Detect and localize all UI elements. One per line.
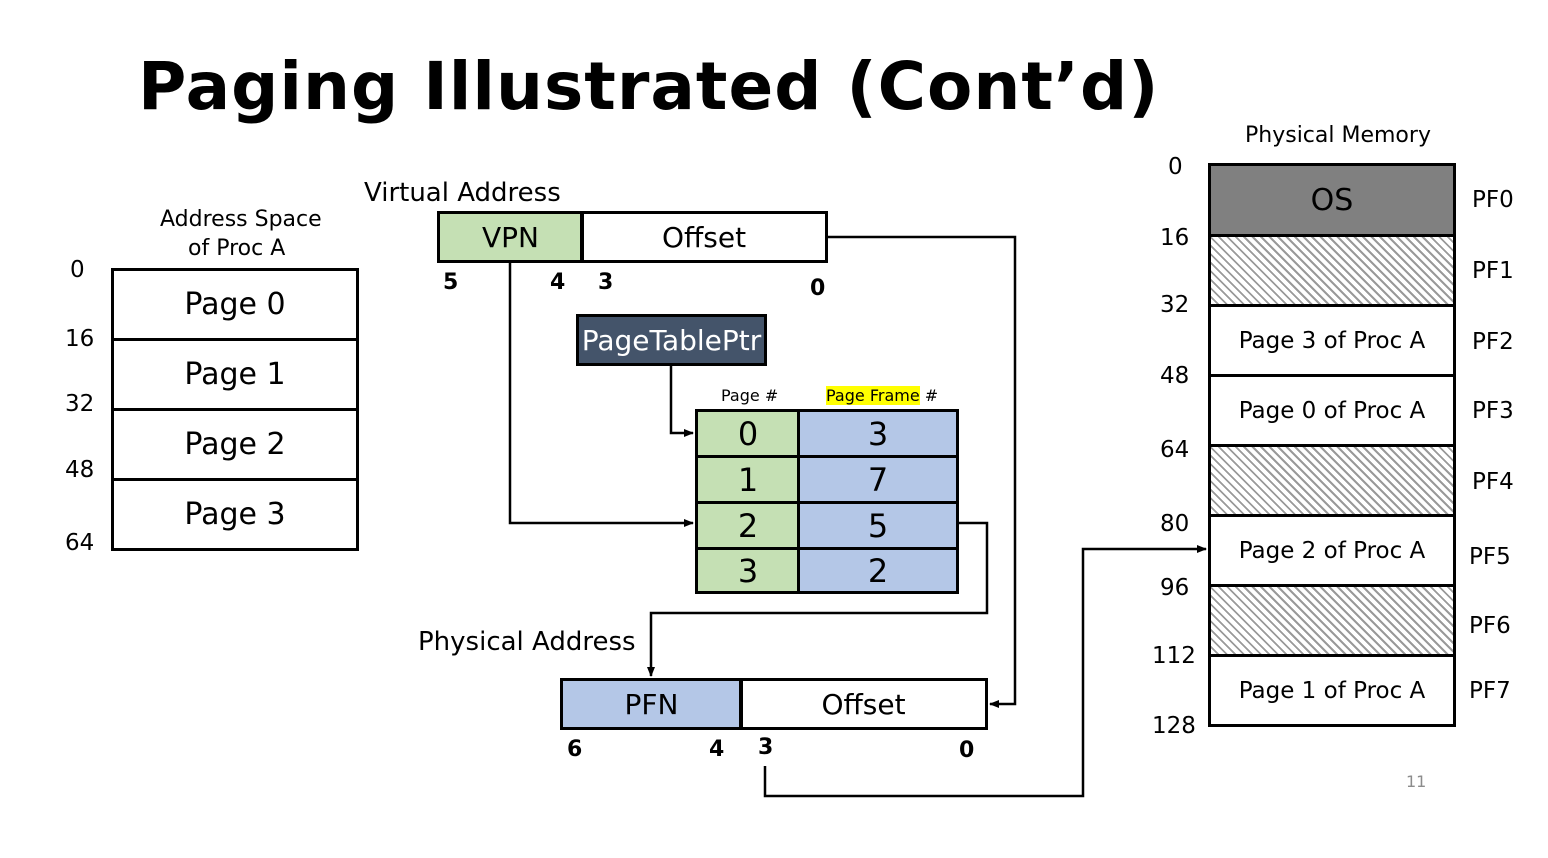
address-space-addr: 16: [65, 326, 95, 352]
address-space-page: Page 2: [111, 408, 359, 481]
page-table-frame-cell: 2: [797, 547, 959, 594]
physical-memory-label: Physical Memory: [1245, 123, 1431, 148]
frame-content: Page 2 of Proc A: [1238, 537, 1426, 564]
ptr-to-table-arrow: [669, 366, 694, 437]
frame-number: 3: [867, 414, 889, 453]
frame-name: PF3: [1472, 398, 1514, 424]
frame-content: Page 1 of Proc A: [1238, 677, 1426, 704]
address-space-addr: 32: [65, 391, 95, 417]
va-bit: 5: [443, 270, 459, 295]
va-offset-label: Offset: [661, 220, 747, 254]
pa-bit: 6: [567, 737, 583, 762]
pa-bit: 3: [758, 735, 774, 760]
va-bit: 3: [598, 270, 614, 295]
va-bit: 0: [810, 276, 826, 301]
offset-copy-arrow: [828, 235, 1017, 708]
vpn-label: VPN: [482, 220, 539, 254]
phys-addr: 128: [1152, 713, 1196, 739]
page-table-page-cell: 1: [695, 455, 801, 504]
frame-name: PF5: [1469, 544, 1511, 570]
address-space-addr: 64: [65, 530, 95, 556]
page-frame-hash: #: [919, 386, 939, 405]
slide-number: 11: [1406, 772, 1427, 791]
address-space-addr: 48: [65, 457, 95, 483]
page-table-ptr-box: PageTablePtr: [576, 314, 767, 366]
pa-offset-field: Offset: [739, 678, 988, 730]
pa-to-memory-arrow: [763, 545, 1207, 798]
frame-content: OS: [1310, 182, 1354, 218]
frame-to-pfn-arrow: [647, 521, 989, 677]
physical-address-label: Physical Address: [418, 627, 636, 657]
frame-free: [1208, 444, 1456, 517]
frame-number: 5: [867, 506, 889, 545]
address-space-page: Page 3: [111, 478, 359, 551]
page-table-ptr-label: PageTablePtr: [581, 323, 762, 357]
va-bit: 4: [550, 270, 566, 295]
virtual-address-label: Virtual Address: [364, 178, 561, 208]
page-label: Page 2: [184, 427, 286, 462]
frame-content: Page 3 of Proc A: [1238, 327, 1426, 354]
page-label: Page 0: [184, 287, 286, 322]
slide-title: Paging Illustrated (Cont’d): [138, 48, 1160, 125]
phys-addr: 16: [1160, 225, 1190, 251]
page-number: 2: [737, 506, 759, 545]
phys-addr: 96: [1160, 575, 1190, 601]
address-space-label-line1: Address Space: [160, 207, 322, 232]
frame-number: 2: [867, 551, 889, 590]
frame-name: PF6: [1469, 613, 1511, 639]
phys-addr: 64: [1160, 437, 1190, 463]
frame-name: PF1: [1472, 258, 1514, 284]
page-table-page-cell: 3: [695, 547, 801, 594]
page-table-frame-cell: 7: [797, 455, 959, 504]
pfn-field: PFN: [560, 678, 743, 730]
frame-name: PF4: [1472, 469, 1514, 495]
page-number: 0: [737, 414, 759, 453]
va-offset-field: Offset: [580, 211, 828, 263]
pa-bit: 0: [959, 738, 975, 763]
pa-offset-label: Offset: [821, 687, 906, 721]
page-number: 3: [737, 551, 759, 590]
page-label: Page 3: [184, 497, 286, 532]
frame-name: PF2: [1472, 329, 1514, 355]
frame-free: [1208, 234, 1456, 307]
page-table-frame-cell: 3: [797, 409, 959, 458]
frame-name: PF0: [1472, 187, 1514, 213]
pa-bit: 4: [709, 737, 725, 762]
page-frame-highlight: Page Frame: [826, 386, 920, 405]
address-space-addr: 0: [70, 257, 85, 283]
frame-content: Page 0 of Proc A: [1238, 397, 1426, 424]
page-number: 1: [737, 460, 759, 499]
phys-addr: 32: [1160, 292, 1190, 318]
frame-number: 7: [867, 460, 889, 499]
pfn-label: PFN: [624, 687, 679, 721]
vpn-field: VPN: [437, 211, 584, 263]
page-table-header-page: Page #: [721, 386, 779, 405]
phys-addr: 80: [1160, 511, 1190, 537]
vpn-to-table-arrow: [508, 263, 694, 527]
frame-name: PF7: [1469, 678, 1511, 704]
page-label: Page 1: [184, 357, 286, 392]
page-table-frame-cell: 5: [797, 501, 959, 550]
address-space-label-line2: of Proc A: [188, 236, 286, 261]
page-table-header-frame: Page Frame #: [826, 386, 938, 405]
phys-addr: 48: [1160, 363, 1190, 389]
frame-page: Page 1 of Proc A: [1208, 654, 1456, 727]
phys-addr: 112: [1152, 643, 1196, 669]
phys-addr: 0: [1168, 154, 1183, 180]
